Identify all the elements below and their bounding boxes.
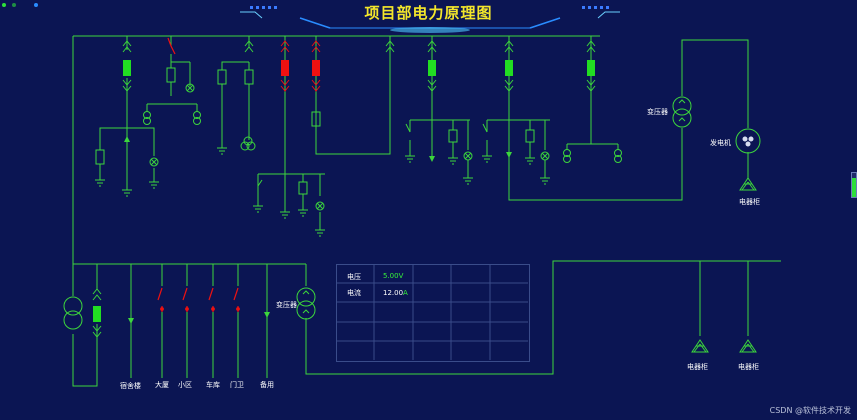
feeder-label-building: 大厦 (155, 381, 169, 389)
transformer-label: 变压器 (276, 301, 297, 309)
header-decoration (60, 6, 800, 33)
breakers (93, 60, 595, 322)
transformer-icon (672, 96, 692, 128)
feeder-label-gate: 门卫 (230, 381, 244, 389)
generator-icon (735, 128, 761, 154)
breaker-closed (587, 60, 595, 76)
current-value: 12.00 (383, 289, 404, 297)
voltage-label: 电压 (347, 273, 361, 281)
level-gauge-fill (852, 177, 856, 197)
plug-chevrons (92, 40, 596, 338)
cabinet-icon (739, 177, 757, 191)
measurement-grid (336, 264, 528, 360)
current-unit: A (403, 289, 408, 297)
grounds (95, 147, 550, 237)
current-label: 电流 (347, 289, 361, 297)
cabinet-label: 电器柜 (739, 198, 760, 206)
switches (257, 123, 488, 187)
plug-chevrons-red (167, 37, 321, 92)
level-gauge (851, 172, 857, 198)
feeder-label-dormitory: 宿舍楼 (120, 382, 141, 390)
feeder-label-community: 小区 (178, 381, 192, 389)
breaker-open (281, 60, 289, 76)
lamps (149, 83, 550, 211)
generator-label: 发电机 (710, 139, 731, 147)
transformer-label: 变压器 (647, 108, 668, 116)
measurement-table: 电压 5.00V 电流 12.00 A (336, 264, 530, 362)
breaker-open (312, 60, 320, 76)
transformer-icon (63, 287, 316, 330)
breaker-closed (123, 60, 131, 76)
voltage-value: 5.00V (383, 272, 404, 280)
lower-disconnectors (157, 287, 240, 312)
status-dot (12, 3, 16, 7)
breaker-closed (428, 60, 436, 76)
small-transformers (143, 111, 622, 163)
fuses (95, 67, 535, 195)
feeder-label-garage: 车库 (206, 381, 220, 389)
feeder-label-spare: 备用 (260, 381, 274, 389)
cabinet-label: 电器柜 (687, 363, 708, 371)
status-dot (34, 3, 38, 7)
cabinet-icon (691, 339, 757, 353)
breaker-closed (505, 60, 513, 76)
watermark: CSDN @软件技术开发 (769, 406, 851, 415)
diagram-title: 项目部电力原理图 (364, 4, 493, 22)
cabinet-label: 电器柜 (738, 363, 759, 371)
breaker-closed (93, 306, 101, 322)
status-dot (2, 3, 6, 7)
load-arrows (124, 136, 512, 324)
